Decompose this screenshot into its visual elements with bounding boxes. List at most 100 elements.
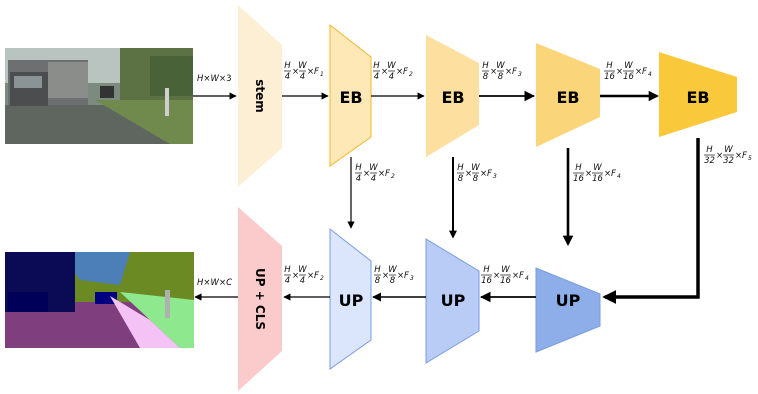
d4-Hd: 16	[481, 276, 492, 286]
s3-x1: ×	[465, 169, 472, 179]
f2-x1: ×	[381, 67, 388, 77]
s3-H: H	[457, 163, 464, 173]
f3-Fs: 3	[518, 71, 522, 78]
f2-H: H	[373, 61, 380, 71]
skip-arrows	[347, 138, 700, 304]
f4-H: H	[606, 61, 613, 71]
encoder-label-4: EB	[686, 88, 709, 107]
s4-F: F	[611, 169, 616, 179]
f4-x1: ×	[616, 67, 623, 77]
output-dim-label: H×W×C	[197, 278, 232, 288]
f3-Hd: 8	[483, 72, 489, 82]
d4-Wd: 16	[500, 276, 511, 286]
d2-H: H	[284, 265, 291, 275]
f3-F: F	[512, 67, 517, 77]
decoder-label-1: UP	[339, 291, 364, 310]
f2-Fs: 2	[409, 71, 413, 78]
f1-Fs: 1	[320, 71, 324, 78]
decoder-block-2: UP	[425, 238, 480, 364]
d2-Wd: 4	[300, 276, 305, 286]
f4-x2: ×	[635, 67, 642, 77]
f3-Wd: 8	[498, 72, 504, 82]
d3-x1: ×	[382, 271, 389, 281]
d4-x2: ×	[512, 271, 519, 281]
s2-W: W	[369, 163, 378, 173]
f5-W: W	[724, 145, 733, 155]
d2-Fs: 2	[320, 275, 324, 282]
s3-Hd: 8	[458, 174, 464, 184]
s2-x1: ×	[363, 169, 370, 179]
f2-Wd: 4	[389, 72, 394, 82]
head-label: UP + CLS	[253, 268, 267, 330]
stem-label: stem	[253, 79, 267, 113]
encoder-block-4: EB	[659, 52, 737, 137]
f5-x1: ×	[716, 151, 723, 161]
input-image	[5, 48, 193, 144]
d4-Fs: 4	[525, 275, 529, 282]
decoder-block-3: UP	[535, 267, 601, 353]
s3-x2: ×	[480, 169, 487, 179]
d2-Hd: 4	[285, 276, 290, 286]
d4-W: W	[501, 265, 510, 275]
f3-x1: ×	[490, 67, 497, 77]
f1-Wd: 4	[300, 72, 305, 82]
d3-H: H	[374, 265, 381, 275]
encoder-block-1: EB	[329, 23, 372, 167]
f4-W: W	[624, 61, 633, 71]
d3-W: W	[388, 265, 397, 275]
f3-W: W	[496, 61, 505, 71]
s4-Hd: 16	[573, 174, 584, 184]
s2-F: F	[385, 169, 390, 179]
f5-x2: ×	[735, 151, 742, 161]
f2-Hd: 4	[374, 72, 379, 82]
segmentation-map	[5, 252, 194, 348]
f1-H: H	[284, 61, 291, 71]
s2-Fs: 2	[391, 173, 395, 180]
stem-block: stem	[238, 5, 282, 187]
d4-H: H	[483, 265, 490, 275]
f4-Hd: 16	[604, 72, 615, 82]
s3-Fs: 3	[493, 173, 497, 180]
s4-H: H	[575, 163, 582, 173]
decoder-label-3: UP	[556, 291, 581, 310]
f1-Hd: 4	[285, 72, 290, 82]
d3-Hd: 8	[375, 276, 381, 286]
encoder-label-3: EB	[556, 88, 579, 107]
f5-H: H	[706, 145, 713, 155]
encoder-label-2: EB	[441, 88, 464, 107]
decoder-block-1: UP	[329, 227, 372, 370]
f3-x2: ×	[505, 67, 512, 77]
f2-W: W	[387, 61, 396, 71]
encoder-label-1: EB	[339, 88, 362, 107]
encoder-block-3: EB	[536, 43, 600, 147]
d2-x1: ×	[292, 271, 299, 281]
head-block: UP + CLS	[238, 207, 282, 391]
s4-Fs: 4	[617, 173, 621, 180]
dimension-labels: H×W×3 H×W×C	[197, 74, 232, 288]
s3-Wd: 8	[473, 174, 479, 184]
f3-H: H	[482, 61, 489, 71]
f4-Wd: 16	[623, 72, 634, 82]
s2-Hd: 4	[356, 174, 361, 184]
d2-W: W	[298, 265, 307, 275]
d3-Fs: 3	[410, 275, 414, 282]
d4-F: F	[519, 271, 524, 281]
f4-Fs: 4	[648, 71, 652, 78]
d2-F: F	[314, 271, 319, 281]
d3-Wd: 8	[390, 276, 396, 286]
f2-x2: ×	[396, 67, 403, 77]
s3-W: W	[471, 163, 480, 173]
f5-Wd: 32	[723, 156, 734, 166]
f2-F: F	[403, 67, 408, 77]
decoder-label-2: UP	[441, 291, 466, 310]
s4-x2: ×	[604, 169, 611, 179]
s4-Wd: 16	[592, 174, 603, 184]
input-dim-label: H×W×3	[197, 74, 231, 84]
s3-F: F	[487, 169, 492, 179]
s4-x1: ×	[585, 169, 592, 179]
f5-F: F	[742, 151, 747, 161]
s2-H: H	[355, 163, 362, 173]
f1-F: F	[314, 67, 319, 77]
d3-x2: ×	[397, 271, 404, 281]
f1-x2: ×	[307, 67, 314, 77]
